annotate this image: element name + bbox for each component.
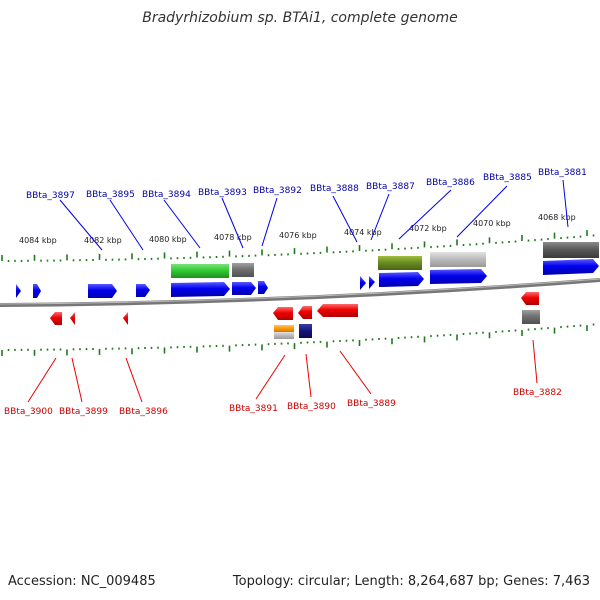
gene-label-bbta-3892[interactable]: BBta_3892 [253,186,302,196]
reverse-gene-labels: BBta_3900 BBta_3899 BBta_3896 BBta_3891 … [4,388,562,417]
feature-lightgray-box[interactable] [430,252,486,267]
scale-label-4076: 4076 kbp [279,231,317,240]
gene-label-bbta-3882[interactable]: BBta_3882 [513,388,562,398]
genome-backbone-highlight [0,278,600,305]
upper-scale-ruler [1,230,595,262]
accession-label: Accession: NC_009485 [8,574,156,589]
scale-label-4080: 4080 kbp [149,235,187,244]
genome-info-label: Topology: circular; Length: 8,264,687 bp… [232,574,590,589]
gene-label-bbta-3894[interactable]: BBta_3894 [142,190,191,200]
genome-backbone [0,278,600,307]
feature-navy-box[interactable] [299,324,312,338]
reverse-genes [50,292,539,325]
upper-feature-row [171,242,599,278]
feature-darkgray-box[interactable] [543,242,599,258]
forward-gene-3897[interactable] [16,284,21,298]
gene-label-bbta-3881[interactable]: BBta_3881 [538,168,587,178]
reverse-gene-3900[interactable] [50,312,62,325]
gene-label-bbta-3891[interactable]: BBta_3891 [229,404,278,414]
reverse-leader-lines [27,339,538,403]
scale-label-4072: 4072 kbp [409,224,447,233]
gene-label-bbta-3889[interactable]: BBta_3889 [347,399,396,409]
forward-gene-3895[interactable] [88,284,117,298]
forward-gene-3893[interactable] [171,282,230,297]
reverse-gene-3882[interactable] [521,292,539,305]
reverse-gene-3896[interactable] [123,312,128,325]
forward-gene-3881[interactable] [543,259,599,275]
feature-orange-box[interactable] [274,325,294,332]
scale-labels: 4084 kbp 4082 kbp 4080 kbp 4078 kbp 4076… [19,213,576,245]
forward-gene-3888b[interactable] [369,276,375,289]
forward-leader-lines [59,179,569,251]
reverse-gene-3899[interactable] [70,312,75,325]
forward-gene-3892[interactable] [232,282,256,295]
forward-gene-labels: BBta_3897 BBta_3895 BBta_3894 BBta_3893 … [26,168,587,201]
reverse-gene-3889[interactable] [317,304,358,317]
forward-gene-3887[interactable] [379,272,424,287]
gene-label-bbta-3899[interactable]: BBta_3899 [59,407,108,417]
gene-label-bbta-3890[interactable]: BBta_3890 [287,402,336,412]
forward-gene-3888[interactable] [360,276,366,290]
feature-olive-box[interactable] [378,256,422,270]
lower-feature-row [274,310,540,339]
scale-label-4082: 4082 kbp [84,236,122,245]
reverse-gene-3891[interactable] [273,307,293,320]
gene-label-bbta-3900[interactable]: BBta_3900 [4,407,53,417]
scale-label-4070: 4070 kbp [473,219,511,228]
scale-label-4084: 4084 kbp [19,236,57,245]
gene-label-bbta-3896[interactable]: BBta_3896 [119,407,168,417]
feature-lightgray-small-box[interactable] [274,332,294,339]
gene-label-bbta-3897[interactable]: BBta_3897 [26,191,75,201]
forward-gene-3892b[interactable] [258,281,268,294]
forward-gene-3885[interactable] [430,269,487,284]
gene-label-bbta-3895[interactable]: BBta_3895 [86,190,135,200]
gene-label-bbta-3887[interactable]: BBta_3887 [366,182,415,192]
gene-label-bbta-3886[interactable]: BBta_3886 [426,178,475,188]
feature-green-box[interactable] [171,264,229,278]
lower-scale-ruler [1,323,595,356]
forward-gene-3897b[interactable] [33,284,41,298]
feature-gray-box[interactable] [232,263,254,277]
genome-title: Bradyrhizobium sp. BTAi1, complete genom… [142,10,458,26]
gene-label-bbta-3888[interactable]: BBta_3888 [310,184,359,194]
scale-label-4068: 4068 kbp [538,213,576,222]
feature-gray-lower-box[interactable] [522,310,540,324]
gene-label-bbta-3893[interactable]: BBta_3893 [198,188,247,198]
reverse-gene-3890[interactable] [298,306,312,319]
forward-genes [16,259,599,298]
scale-label-4078: 4078 kbp [214,233,252,242]
scale-label-4074: 4074 kbp [344,228,382,237]
gene-label-bbta-3885[interactable]: BBta_3885 [483,173,532,183]
forward-gene-3894[interactable] [136,284,150,297]
